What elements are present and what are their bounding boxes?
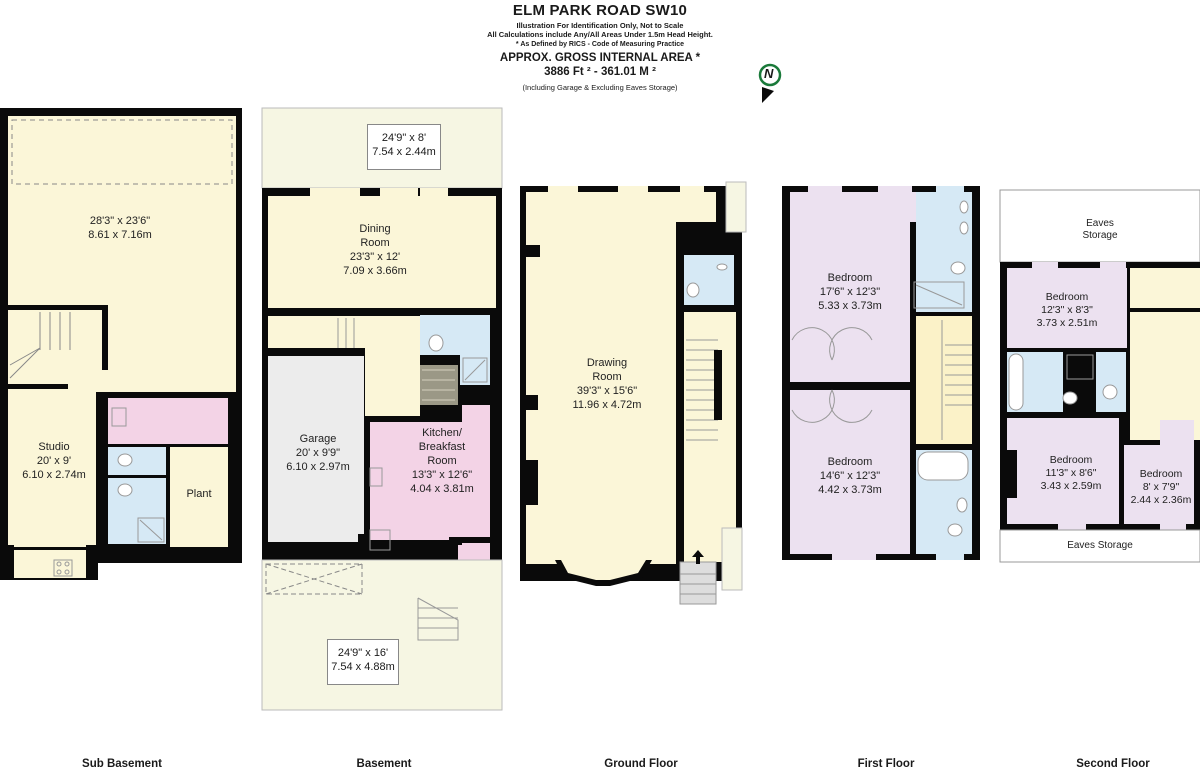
disclaimer-line-2: All Calculations include Any/All Areas U… xyxy=(487,30,713,39)
second-floor-plan xyxy=(999,189,1200,563)
ground-floor-plan xyxy=(520,181,747,605)
compass-letter: N xyxy=(764,66,774,81)
gross-area-note: (Including Garage & Excluding Eaves Stor… xyxy=(522,83,678,92)
room-label-rear-patio: 24'9" x 8'7.54 x 2.44m xyxy=(367,124,441,170)
north-compass-icon: N xyxy=(756,63,786,103)
disclaimer-line-1: Illustration For Identification Only, No… xyxy=(516,21,684,30)
rics-note: * As Defined by RICS - Code of Measuring… xyxy=(515,41,685,48)
gross-area-value: 3886 Ft ² - 361.01 M ² xyxy=(544,66,656,78)
floor-caption-basement: Basement xyxy=(356,758,412,770)
gross-area-label: APPROX. GROSS INTERNAL AREA * xyxy=(499,52,701,64)
sub-basement-plan xyxy=(0,108,242,580)
basement-plan xyxy=(261,107,503,711)
floor-caption-second-floor: Second Floor xyxy=(1076,758,1150,770)
floor-caption-sub-basement: Sub Basement xyxy=(82,758,162,770)
first-floor-plan xyxy=(782,186,980,560)
property-title: ELM PARK ROAD SW10 xyxy=(512,2,688,19)
room-label-sub-basement-main: 28'3" x 23'6"8.61 x 7.16m xyxy=(88,215,152,241)
room-label-plant: Plant xyxy=(186,488,212,500)
floor-caption-first-floor: First Floor xyxy=(857,758,915,770)
room-label-front-garden: 24'9" x 16'7.54 x 4.88m xyxy=(327,639,399,685)
room-label-eaves-storage-bottom: Eaves Storage xyxy=(1067,540,1133,551)
floor-caption-ground-floor: Ground Floor xyxy=(604,758,678,770)
